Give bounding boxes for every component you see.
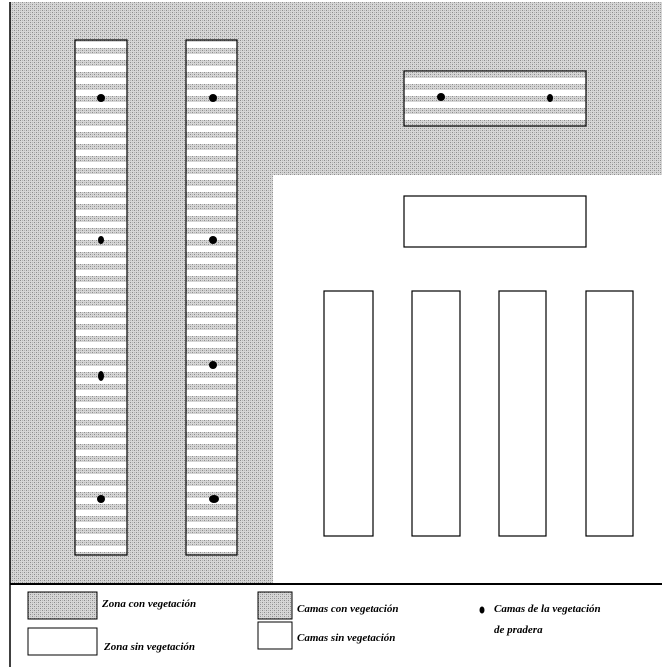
non-vegetated-bed-4 — [585, 290, 634, 537]
meadow-plot-marker — [98, 236, 104, 244]
legend-label-meadow-beds-line2: de pradera — [494, 624, 543, 636]
legend: Zona con vegetación Zona sin vegetación … — [27, 591, 601, 656]
vegetated-bed-2 — [185, 39, 238, 556]
meadow-plot-marker — [97, 94, 105, 102]
meadow-plot-marker — [437, 93, 445, 101]
non-vegetated-bed-3 — [498, 290, 547, 537]
vegetated-bed-3 — [403, 70, 587, 127]
meadow-plot-marker — [209, 94, 217, 102]
vegetated-bed-1 — [74, 39, 128, 556]
non-vegetated-bed-horizontal — [403, 195, 587, 248]
legend-swatch-non-vegetated-beds — [257, 621, 293, 650]
legend-label-non-vegetated-zone: Zona sin vegetación — [103, 641, 195, 653]
legend-label-non-vegetated-beds: Camas sin vegetación — [297, 632, 395, 644]
meadow-plot-marker — [97, 495, 105, 503]
legend-swatch-non-vegetated-zone — [27, 627, 98, 656]
legend-label-vegetated-zone: Zona con vegetación — [101, 598, 196, 610]
meadow-plot-marker — [209, 495, 219, 503]
meadow-plot-marker — [209, 361, 217, 369]
meadow-plot-marker — [98, 371, 104, 381]
legend-label-meadow-beds-line1: Camas de la vegetación — [494, 603, 601, 615]
legend-swatch-vegetated-zone — [27, 591, 98, 620]
meadow-plot-marker — [209, 236, 217, 244]
legend-label-vegetated-beds: Camas con vegetación — [297, 603, 398, 615]
non-vegetated-bed-1 — [323, 290, 374, 537]
meadow-plot-marker — [547, 94, 553, 102]
non-vegetated-bed-2 — [411, 290, 461, 537]
legend-swatch-vegetated-beds — [257, 591, 293, 620]
legend-meadow-marker — [479, 606, 485, 614]
